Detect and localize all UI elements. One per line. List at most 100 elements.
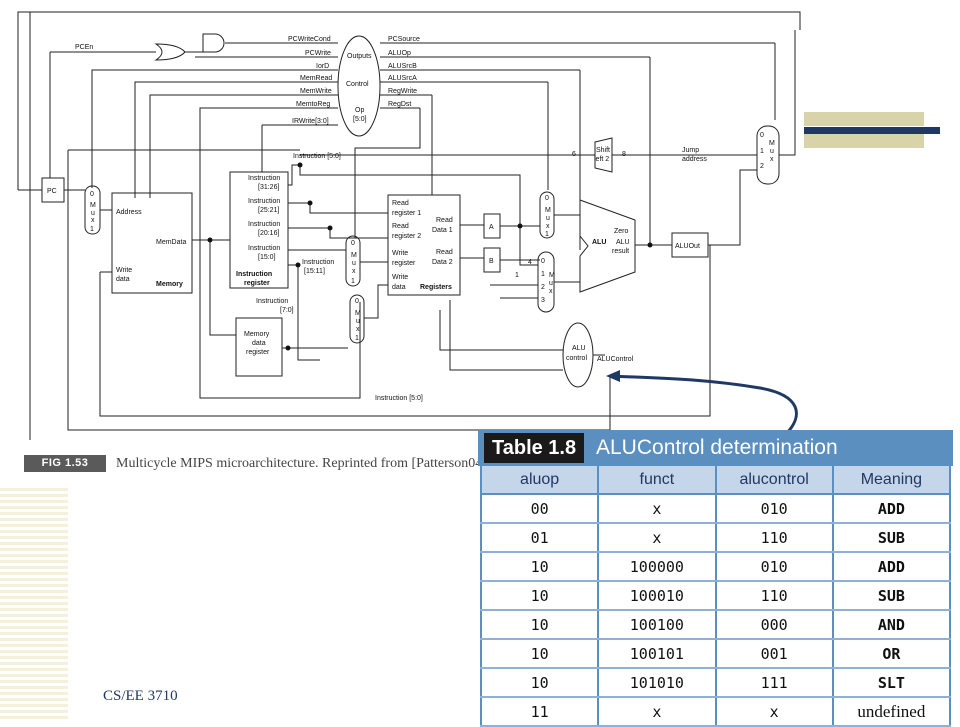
or-gate [154,43,186,61]
reg-wdata-b: data [392,284,406,291]
cell-aluop: 10 [479,639,600,669]
instruction-register [229,171,289,289]
reg-read2-b: register 2 [392,233,421,240]
cell-aluop: 10 [479,610,600,640]
memory-data-register [235,317,283,377]
reg-rd2-a: Read [436,249,453,256]
cell-alucontrol: 110 [715,581,834,611]
mux2-x: x [352,268,356,275]
memory-address-label: Address [116,209,142,216]
mux3-m: M [355,310,361,317]
label-memtoreg: MemtoReg [296,101,330,108]
pointer-arrow [609,374,798,437]
cell-aluop: 01 [479,523,600,553]
label-alusrcb: ALUSrcB [388,63,417,70]
cell-funct: 100010 [598,581,717,611]
mux3-x: x [356,326,360,333]
label-memwrite: MemWrite [300,88,332,95]
label-irwrite: IRWrite[3:0] [292,118,329,125]
cell-funct: 100100 [598,610,717,640]
cell-aluop: 11 [479,697,600,727]
reg-read1-a: Read [392,200,409,207]
cell-funct: 100000 [598,552,717,582]
figure-tag: FIG 1.53 [24,455,106,472]
table-title: ALUControl determination [596,436,838,459]
mdr-label-2: data [252,340,266,347]
mux-memtoreg [349,294,365,344]
cell-funct: x [598,697,717,727]
mux5-x: x [549,288,553,295]
ir-field-4b: [15:0] [258,254,276,261]
cell-alucontrol: 111 [715,668,834,698]
decorative-stripes [0,488,68,720]
mux-regdst [345,235,361,287]
cell-aluop: 10 [479,552,600,582]
cell-meaning: undefined [832,697,952,727]
alucontrol-table: Table 1.8 ALUControl determination aluop… [478,430,953,727]
mux6-m: M [769,140,775,147]
label-memread: MemRead [300,75,332,82]
reg-read2-a: Read [392,223,409,230]
label-alusrca: ALUSrcA [388,75,417,82]
cell-meaning: SLT [832,668,952,698]
control-op-bits-label: [5:0] [353,116,367,123]
instr-15-11-b: [15:11] [304,268,325,275]
label-pcsource: PCSource [388,36,420,43]
mux5-in1: 1 [541,271,545,278]
figure-caption: Multicycle MIPS microarchitecture. Repri… [116,456,478,471]
cell-alucontrol: 010 [715,494,834,524]
mux3-in0: 0 [355,298,359,305]
top-wire [30,11,801,30]
instr-7-0-b: [7:0] [280,307,294,314]
jump-label-1: Jump [682,147,699,154]
reg-rd2-b: Data 2 [432,259,453,266]
cell-alucontrol: 110 [715,523,834,553]
cell-funct: x [598,523,717,553]
mux2-in1: 1 [351,278,355,285]
shift-label-1: Shift [596,147,610,154]
mux3-u: u [356,318,360,325]
mux6-u: u [770,148,774,155]
label-pcen: PCEn [75,44,93,51]
mux5-u: u [549,280,553,287]
memory-data-label: data [116,276,130,283]
pointer-arrowhead [606,370,620,382]
mdr-label-1: Memory [244,331,270,338]
mux5-in2: 2 [541,284,545,291]
instr-7-0-a: Instruction [256,298,288,305]
cell-meaning: SUB [832,581,952,611]
cell-aluop: 10 [479,581,600,611]
cell-funct: 101010 [598,668,717,698]
mux1-u: u [91,210,95,217]
label-iord: IorD [316,63,329,70]
memory-write-label: Write [116,267,132,274]
register-file [387,194,461,296]
label-regwrite: RegWrite [388,88,417,95]
reg-wreg-a: Write [392,250,408,257]
column-header-funct: funct [598,466,717,495]
alu-result-2: result [612,248,629,255]
ir-field-1b: [31:26] [258,184,279,191]
ir-name-1: Instruction [236,271,272,278]
mux6-in0: 0 [760,132,764,139]
ir-field-1a: Instruction [248,175,280,182]
instr-5-0-top: Instruction [5:0] [293,153,341,160]
alu-name: ALU [592,239,606,246]
alu-control-signal: ALUControl [597,356,634,363]
cell-meaning: AND [832,610,952,640]
ir-field-3a: Instruction [248,221,280,228]
registers-name: Registers [420,284,452,291]
cell-meaning: SUB [832,523,952,553]
mux5-in0: 0 [541,258,545,265]
control-unit [337,35,381,137]
instr-15-11-a: Instruction [302,259,334,266]
label-aluop: ALUOp [388,50,411,57]
aluout-label: ALUOut [675,243,700,250]
mux2-u: u [352,260,356,267]
control-outputs-label: Outputs [347,53,372,60]
control-op-label: Op [355,107,364,114]
